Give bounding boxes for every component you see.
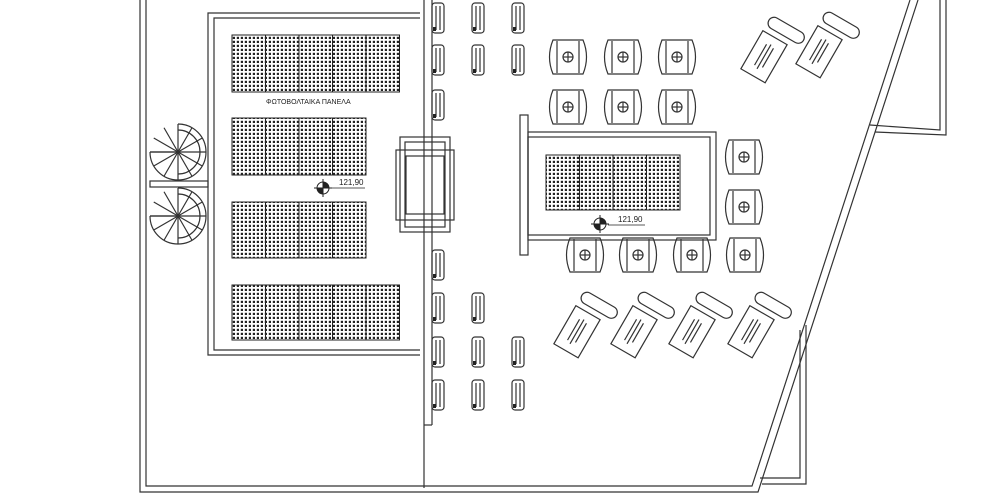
sun-lounger-icon: [668, 291, 733, 359]
water-tank-icon: [724, 139, 764, 175]
elevation-symbol-icon: [591, 215, 609, 233]
water-tank-icon: [548, 89, 588, 125]
solar-panel-array: [231, 284, 400, 341]
elevation-left-value: 121,90: [339, 178, 364, 187]
elevation-symbol-icon: [314, 179, 332, 197]
water-tank-icon: [548, 39, 588, 75]
water-heater-icon: [511, 336, 525, 368]
water-tank-icon: [724, 189, 764, 225]
solar-panel-array: [231, 117, 367, 176]
elevator-shaft: [395, 136, 455, 233]
water-tanks: [548, 39, 765, 273]
sun-loungers: [553, 11, 860, 359]
water-heater-icon: [431, 336, 445, 368]
water-heater-icon: [471, 292, 485, 324]
water-heater-icon: [471, 2, 485, 34]
sun-lounger-icon: [795, 11, 860, 79]
water-heater-icon: [511, 44, 525, 76]
water-heater-icon: [431, 292, 445, 324]
water-tank-icon: [618, 237, 658, 273]
sun-lounger-icon: [553, 291, 618, 359]
spiral-stair-icon: [149, 123, 207, 181]
water-tank-icon: [657, 39, 697, 75]
spiral-stair-icon: [149, 187, 207, 245]
elevation-marker-right: 121,90: [591, 215, 645, 233]
elevation-right-value: 121,90: [618, 215, 643, 224]
solar-panel-array: [545, 154, 681, 211]
sun-lounger-icon: [610, 291, 675, 359]
spiral-stairs: [149, 123, 209, 245]
water-heater-icon: [431, 2, 445, 34]
water-tank-icon: [603, 89, 643, 125]
sun-lounger-icon: [727, 291, 792, 359]
water-heater-icon: [511, 379, 525, 411]
solar-water-heaters: [431, 2, 525, 411]
water-heater-icon: [431, 89, 445, 121]
water-tank-icon: [565, 237, 605, 273]
water-tank-icon: [672, 237, 712, 273]
panels-label: ΦΩΤΟΒΟΛΤΑΙΚΑ ΠΑΝΕΛΑ: [266, 99, 351, 106]
building-outline: [139, 0, 947, 493]
water-tank-icon: [603, 39, 643, 75]
central-wall: [423, 0, 433, 488]
water-tank-icon: [657, 89, 697, 125]
water-heater-icon: [431, 379, 445, 411]
water-heater-icon: [431, 44, 445, 76]
water-heater-icon: [431, 249, 445, 281]
sun-lounger-icon: [740, 16, 805, 84]
water-heater-icon: [511, 2, 525, 34]
water-tank-icon: [725, 237, 765, 273]
water-heater-icon: [471, 379, 485, 411]
solar-panel-array: [231, 201, 367, 259]
solar-panel-arrays: [231, 34, 681, 341]
water-heater-icon: [471, 44, 485, 76]
solar-panel-array: [231, 34, 400, 93]
water-heater-icon: [471, 336, 485, 368]
stair-landing: [149, 180, 209, 188]
elevation-marker-left: 121,90: [314, 178, 365, 197]
